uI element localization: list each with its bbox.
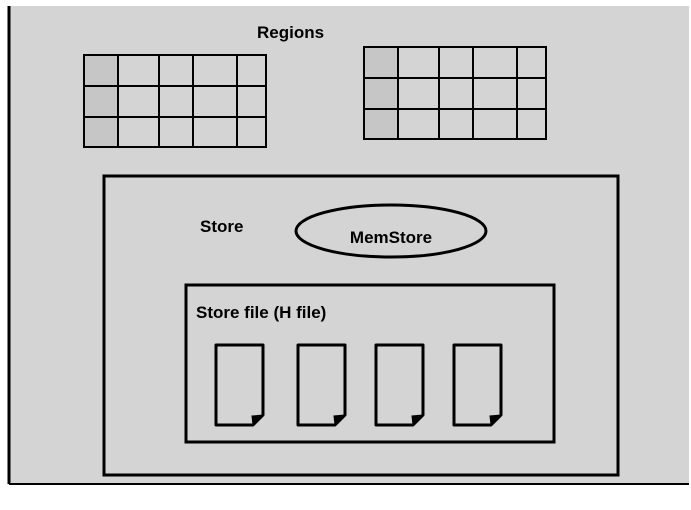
region-cell xyxy=(83,54,119,87)
region-cell xyxy=(516,77,547,110)
region-cell xyxy=(516,46,547,79)
region-cell xyxy=(236,54,267,87)
file-icon xyxy=(214,343,265,427)
storefile-box xyxy=(184,283,556,444)
hfile-group xyxy=(214,343,503,427)
region-cell xyxy=(438,77,474,110)
region-cell xyxy=(83,116,119,148)
region-cell xyxy=(363,46,399,79)
region-cell xyxy=(117,116,160,148)
region-cell xyxy=(117,54,160,87)
region-cell xyxy=(472,46,518,79)
region-cell xyxy=(236,85,267,118)
region-cell xyxy=(363,108,399,140)
file-icon xyxy=(452,343,503,427)
regions-label: Regions xyxy=(257,23,324,42)
region-cell xyxy=(158,54,194,87)
region-cell xyxy=(192,54,238,87)
region-cell xyxy=(83,85,119,118)
file-icon-fold xyxy=(489,414,503,427)
region-cell xyxy=(472,108,518,140)
region-cell xyxy=(158,116,194,148)
region-cell xyxy=(438,108,474,140)
region-cell xyxy=(438,46,474,79)
region-table-left xyxy=(83,54,267,148)
region-cell xyxy=(363,77,399,110)
memstore-label: MemStore xyxy=(350,228,432,247)
file-icon xyxy=(374,343,425,427)
store-box xyxy=(102,174,620,477)
region-cell xyxy=(472,77,518,110)
region-cell xyxy=(192,116,238,148)
memstore-ellipse xyxy=(294,203,488,259)
region-cell xyxy=(397,46,440,79)
file-icon-fold xyxy=(251,414,265,427)
region-table-right xyxy=(363,46,547,140)
region-cell xyxy=(397,77,440,110)
file-icon-fold xyxy=(411,414,425,427)
region-cell xyxy=(236,116,267,148)
file-icon-fold xyxy=(333,414,347,427)
file-icon xyxy=(296,343,347,427)
region-cell xyxy=(192,85,238,118)
region-cell xyxy=(158,85,194,118)
region-cell xyxy=(117,85,160,118)
region-cell xyxy=(516,108,547,140)
region-cell xyxy=(397,108,440,140)
store-label: Store xyxy=(200,217,243,236)
storefile-label: Store file (H file) xyxy=(196,303,326,322)
